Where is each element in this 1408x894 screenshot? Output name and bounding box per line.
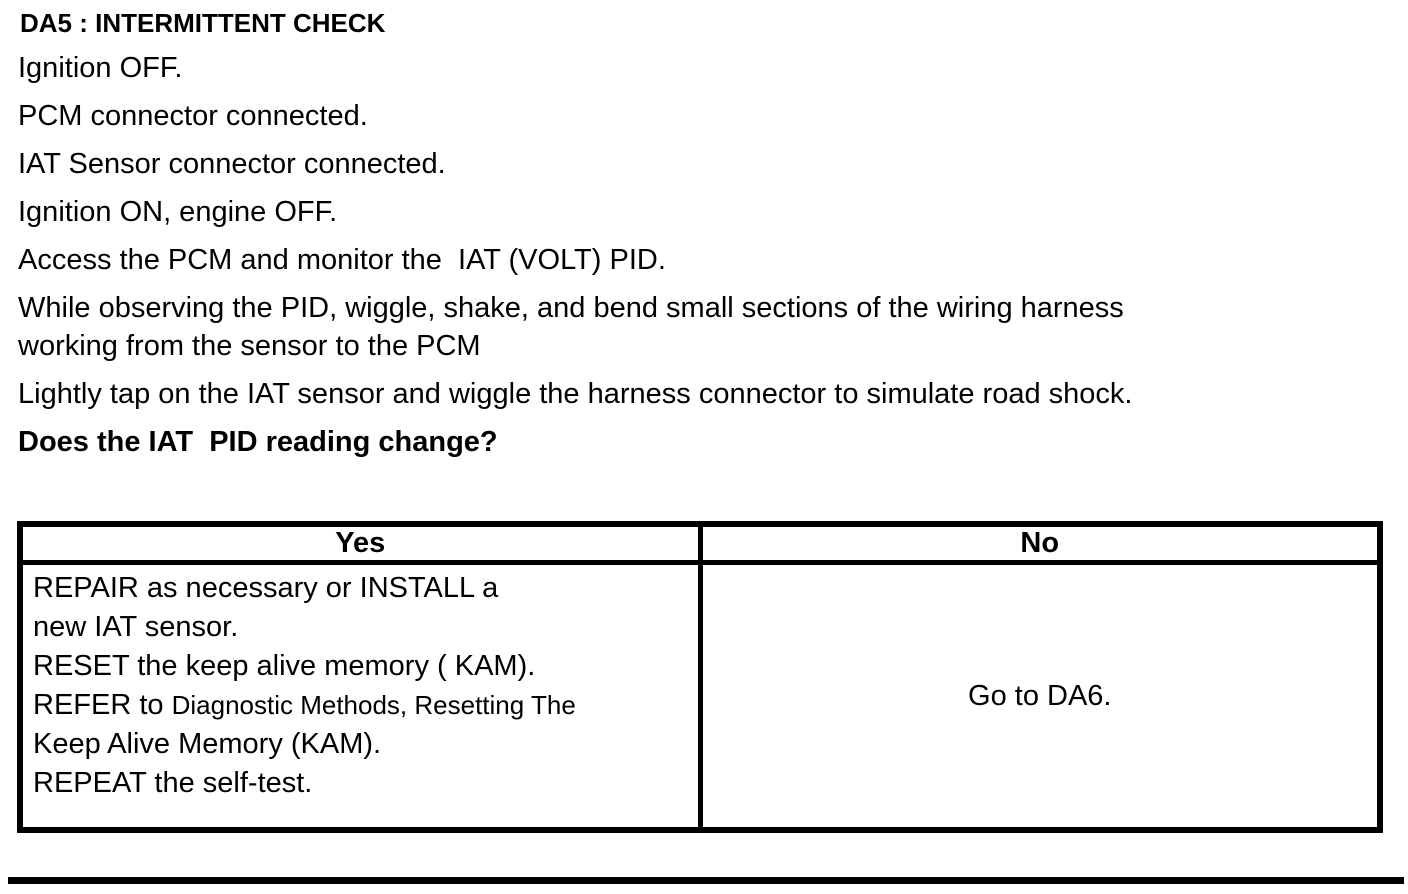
yes-action-line: RESET the keep alive memory ( KAM). [33,650,536,682]
yes-action-line: Keep Alive Memory (KAM). [33,728,382,760]
procedure-step-5: Access the PCM and monitor the IAT (VOLT… [18,244,666,276]
test-question: Does the IAT PID reading change? [18,426,498,458]
refer-reference: Diagnostic Methods, Resetting The [171,690,576,720]
result-table-header-row: Yes No [17,521,1383,565]
page-title: DA5 : INTERMITTENT CHECK [20,8,386,38]
yes-action-line: REPAIR as necessary or INSTALL a [33,572,499,604]
yes-action-cell: REPAIR as necessary or INSTALL a new IAT… [17,560,703,833]
procedure-steps: Ignition OFF. PCM connector connected. I… [0,49,1408,413]
yes-action-line: new IAT sensor. [33,611,239,643]
procedure-step-6: While observing the PID, wiggle, shake, … [18,292,1124,362]
procedure-step-7: Lightly tap on the IAT sensor and wiggle… [18,378,1133,410]
no-column-header: No [697,521,1383,565]
procedure-step-1: Ignition OFF. [18,52,183,84]
procedure-step-2: PCM connector connected. [18,100,368,132]
refer-prefix: REFER to [33,689,172,721]
no-action-cell: Go to DA6. [697,560,1383,833]
procedure-step-3: IAT Sensor connector connected. [18,148,446,180]
yes-action-line-refer: REFER to Diagnostic Methods, Resetting T… [33,686,694,725]
result-table-body-row: REPAIR as necessary or INSTALL a new IAT… [17,560,1383,833]
procedure-step-4: Ignition ON, engine OFF. [18,196,338,228]
yes-action-line: REPEAT the self-test. [33,767,313,799]
horizontal-divider [8,877,1404,884]
yes-column-header: Yes [17,521,703,565]
result-table: Yes No REPAIR as necessary or INSTALL a … [17,521,1383,833]
